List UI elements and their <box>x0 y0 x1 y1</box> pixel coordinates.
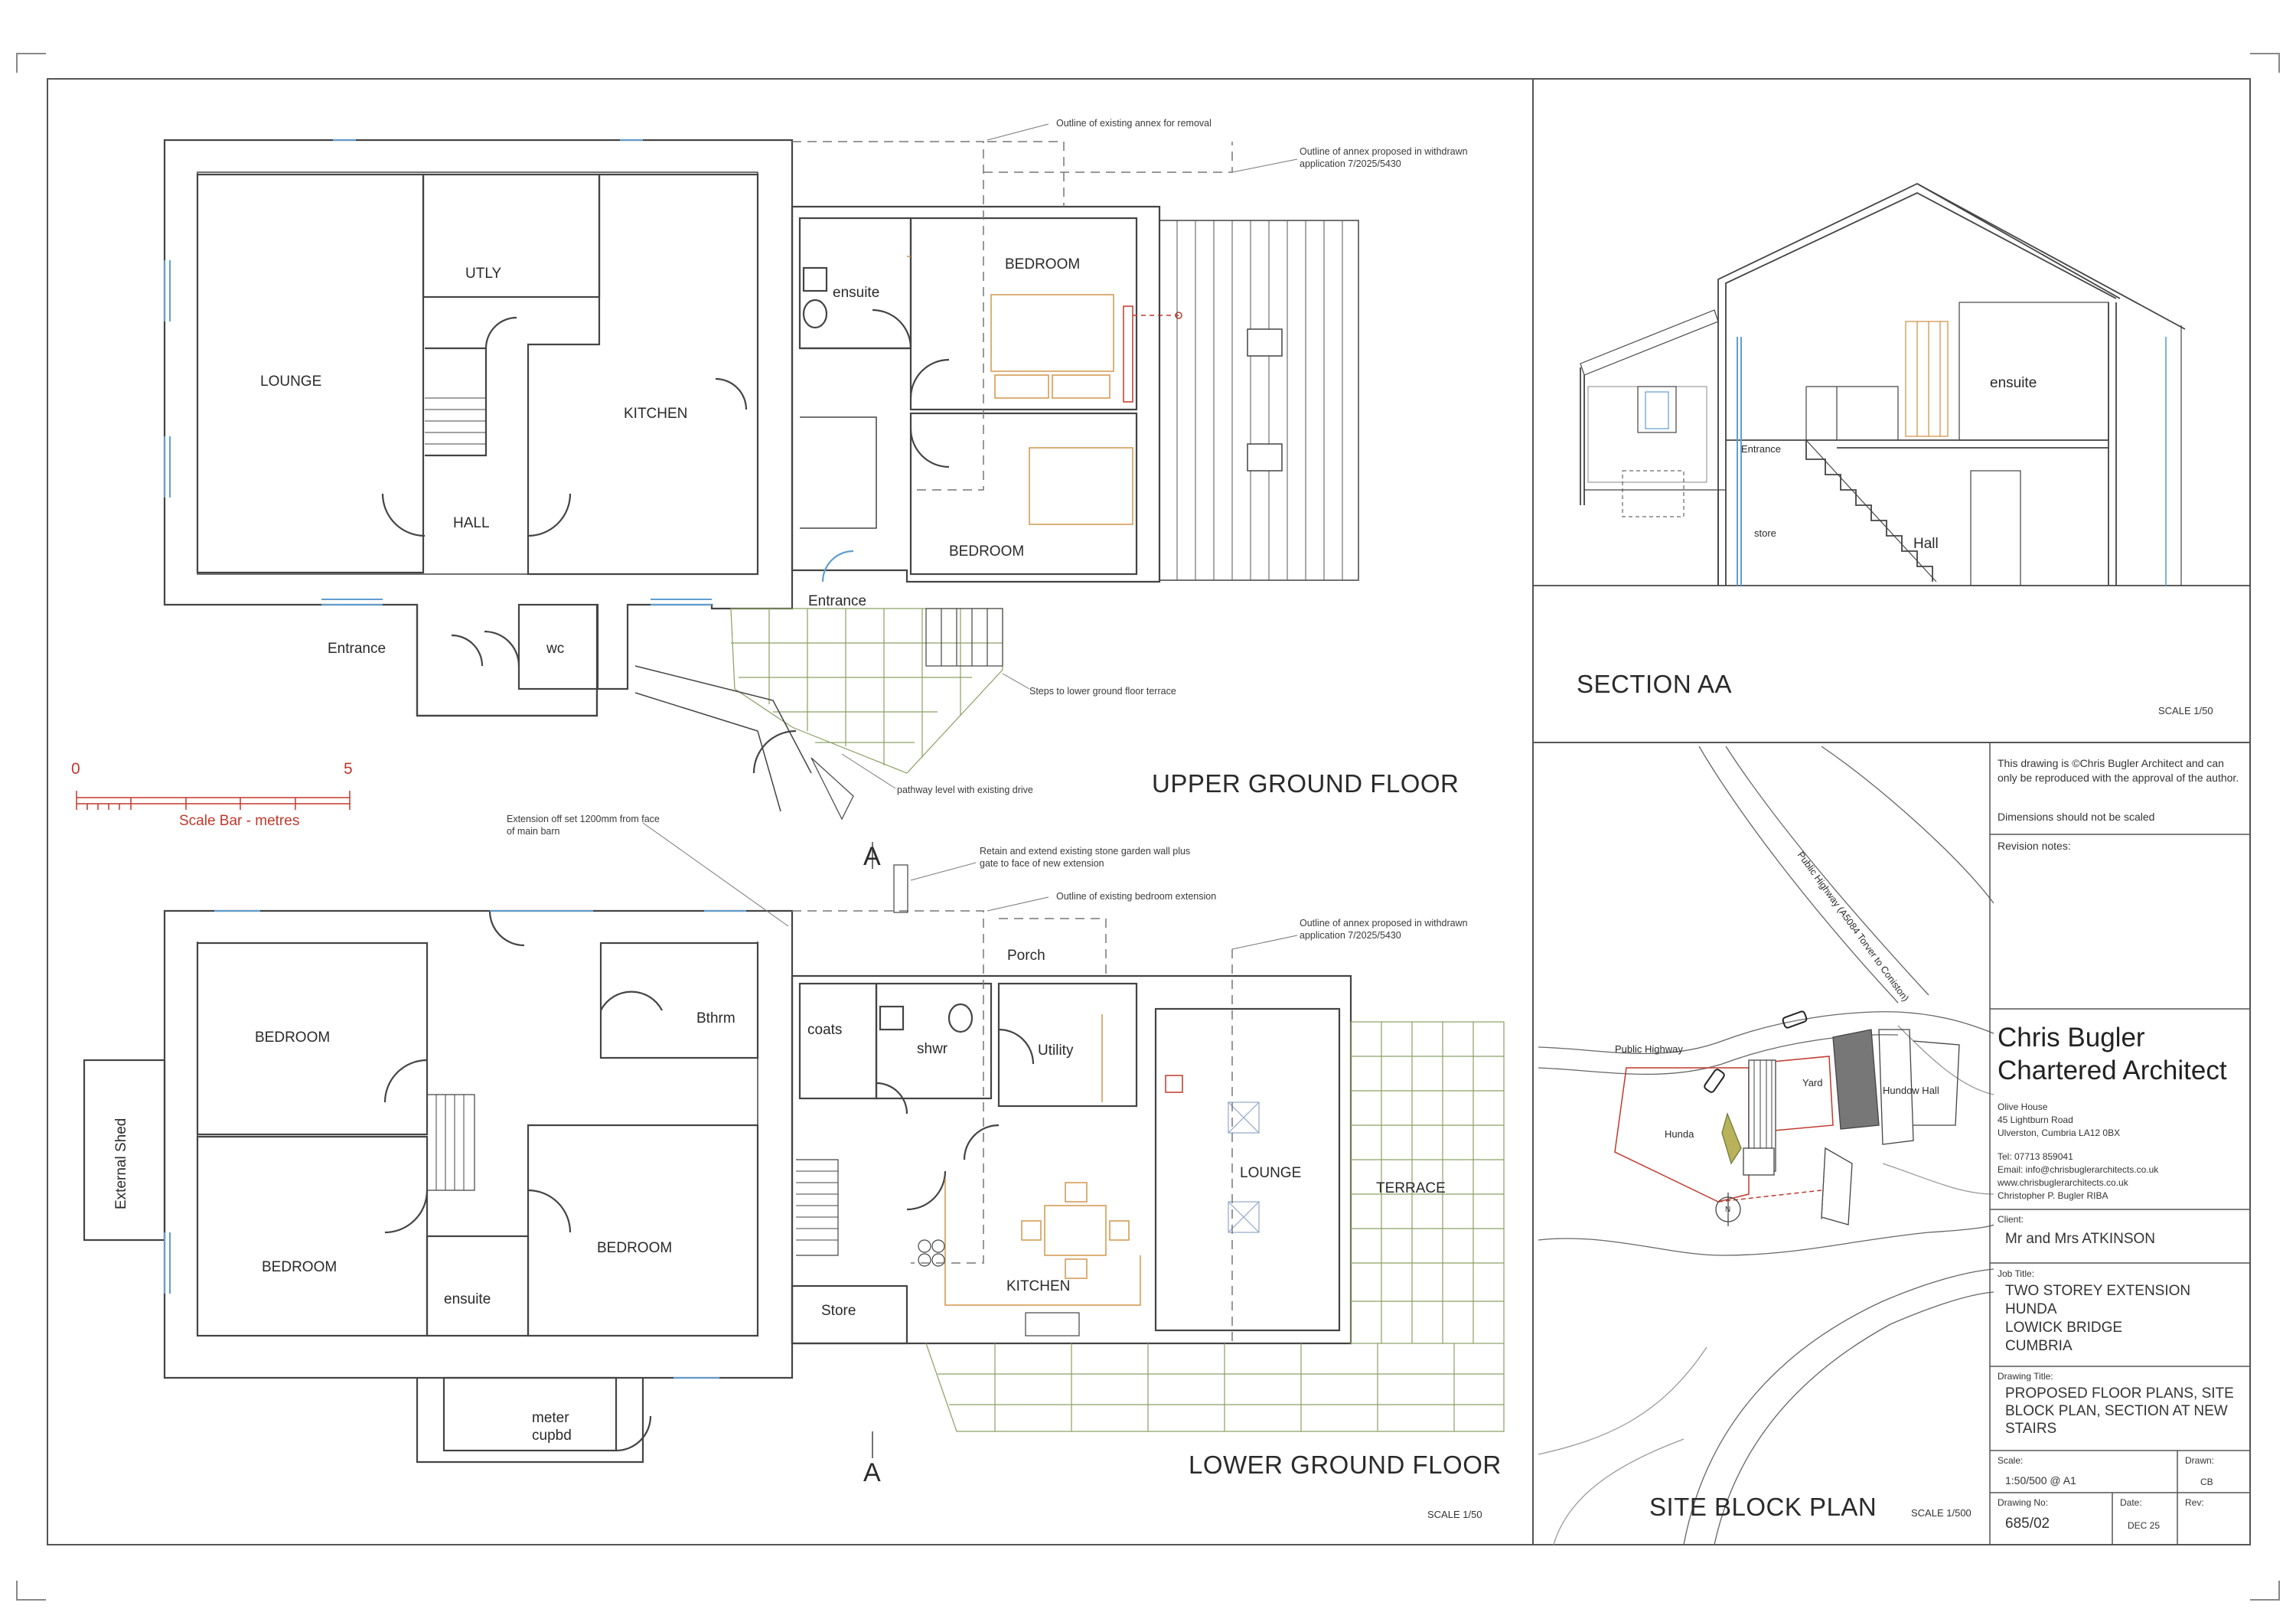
job-title-line: LOWICK BRIDGE <box>2005 1320 2123 1336</box>
site-label-hundow-hall: Hundow Hall <box>1883 1085 1939 1096</box>
section-label-ensuite: ensuite <box>1990 375 2037 391</box>
room-label-lounge: LOUNGE <box>1240 1165 1302 1181</box>
room-label-meter: meter <box>532 1410 569 1426</box>
scale-bar <box>76 791 351 810</box>
contact-phone: Tel: 07713 859041 <box>1998 1151 2073 1162</box>
scale-value: 1:50/500 @ A1 <box>2005 1474 2076 1487</box>
note-pathway: pathway level with existing drive <box>897 785 1033 795</box>
room-label-bedroom: BEDROOM <box>262 1259 338 1275</box>
room-label-ensuite: ensuite <box>833 285 880 301</box>
note-annex-removal: Outline of existing annex for removal <box>1056 118 1212 129</box>
date-label: Date: <box>2120 1497 2142 1508</box>
contact-email: Email: info@chrisbuglerarchitects.co.uk <box>1998 1164 2159 1175</box>
site-label-yard: Yard <box>1802 1077 1823 1088</box>
contact-website: www.chrisbuglerarchitects.co.uk <box>1998 1177 2128 1188</box>
north-point-icon: N <box>1725 1206 1731 1214</box>
room-label-kitchen: KITCHEN <box>624 406 688 422</box>
title-block-frame <box>1989 742 2250 1545</box>
firm-subtitle: Chartered Architect <box>1998 1056 2227 1085</box>
revision-label: Revision notes: <box>1998 840 2071 852</box>
room-label-ensuite: ensuite <box>444 1291 491 1307</box>
room-label-coats: coats <box>807 1022 843 1038</box>
room-label-terrace: TERRACE <box>1376 1180 1446 1196</box>
sheet-frame <box>47 78 2251 1545</box>
address-line: Olive House <box>1998 1101 2048 1112</box>
scale-label: Scale: <box>1998 1455 2024 1466</box>
room-label-bthrm: Bthrm <box>696 1010 735 1026</box>
section-aa-drawing <box>1533 182 2250 586</box>
drawn-label: Drawn: <box>2185 1455 2215 1466</box>
revision-field-label: Rev: <box>2185 1497 2204 1508</box>
room-label-bedroom: BEDROOM <box>597 1240 673 1256</box>
address-line: Ulverston, Cumbria LA12 0BX <box>1998 1128 2121 1138</box>
job-title-line: TWO STOREY EXTENSION <box>2005 1283 2191 1299</box>
room-label-wc: wc <box>546 641 565 657</box>
room-label-utly: UTLY <box>465 266 502 282</box>
drawing-title: PROPOSED FLOOR PLANS, SITE BLOCK PLAN, S… <box>2005 1385 2234 1437</box>
drawing-title-label: Drawing Title: <box>1998 1371 2053 1382</box>
copyright-note: This drawing is ©Chris Bugler Architect … <box>1998 757 2239 784</box>
room-label-cupbd: cupbd <box>532 1428 572 1444</box>
upper-floor-plan <box>163 123 1359 821</box>
drawing-number-label: Drawing No: <box>1998 1497 2049 1508</box>
room-label-bedroom: BEDROOM <box>949 543 1025 560</box>
section-label-entrance: Entrance <box>1741 443 1782 455</box>
drawn-value: CB <box>2200 1477 2213 1487</box>
site-plan-drawing <box>1538 746 1994 1545</box>
client-label: Client: <box>1998 1214 2024 1225</box>
note-annex-withdrawn: Outline of annex proposed in withdrawn a… <box>1300 146 1468 170</box>
address-line: 45 Lightburn Road <box>1998 1115 2073 1125</box>
room-label-bedroom: BEDROOM <box>1005 256 1081 273</box>
room-label-shwr: shwr <box>917 1041 948 1057</box>
job-title-label: Job Title: <box>1998 1268 2035 1279</box>
section-label-hall: Hall <box>1913 536 1939 552</box>
room-label-bedroom: BEDROOM <box>255 1030 331 1046</box>
note-steps-terrace: Steps to lower ground floor terrace <box>1029 686 1176 697</box>
drawing-number: 685/02 <box>2005 1516 2050 1532</box>
contact-name: Christopher P. Bugler RIBA <box>1998 1190 2108 1201</box>
job-title-line: HUNDA <box>2005 1301 2057 1317</box>
section-mark-bottom: A <box>863 1458 881 1487</box>
room-label-entrance: Entrance <box>328 641 386 657</box>
section-scale: SCALE 1/50 <box>2158 705 2213 716</box>
site-label-highway: Public Highway <box>1615 1043 1683 1055</box>
site-label-hunda: Hunda <box>1665 1128 1694 1140</box>
room-label-store: Store <box>821 1303 856 1319</box>
note-garden-wall: Retain and extend existing stone garden … <box>980 846 1191 870</box>
plan-title-upper: UPPER GROUND FLOOR <box>1152 769 1459 798</box>
scale-bar-start: 0 <box>71 760 80 778</box>
room-label-external-shed: External Shed <box>113 1118 129 1209</box>
note-bedroom-extension: Outline of existing bedroom extension <box>1056 891 1217 902</box>
note-extension-offset: Extension off set 1200mm from face of ma… <box>507 814 660 837</box>
dimensions-note: Dimensions should not be scaled <box>1998 811 2155 823</box>
room-label-utility: Utility <box>1038 1043 1074 1059</box>
crop-marks <box>16 53 2280 1601</box>
lower-floor-scale: SCALE 1/50 <box>1427 1509 1482 1520</box>
lower-floor-plan <box>83 822 1505 1464</box>
job-title-line: CUMBRIA <box>2005 1338 2073 1354</box>
note-annex-withdrawn: Outline of annex proposed in withdrawn a… <box>1300 918 1468 942</box>
room-label-kitchen: KITCHEN <box>1006 1278 1071 1294</box>
firm-name: Chris Bugler <box>1998 1023 2145 1053</box>
section-title: SECTION AA <box>1577 670 1733 698</box>
room-label-hall: HALL <box>453 515 490 531</box>
site-plan-scale: SCALE 1/500 <box>1911 1507 1971 1519</box>
scale-bar-label: Scale Bar - metres <box>179 813 300 829</box>
scale-bar-end: 5 <box>344 760 353 778</box>
section-mark-top: A <box>863 842 881 871</box>
room-label-porch: Porch <box>1007 948 1045 964</box>
room-label-entrance: Entrance <box>808 593 867 609</box>
date-value: DEC 25 <box>2128 1520 2161 1531</box>
room-label-lounge: LOUNGE <box>260 374 322 390</box>
plan-title-lower: LOWER GROUND FLOOR <box>1189 1451 1502 1479</box>
section-label-store: store <box>1754 527 1776 539</box>
site-plan-title: SITE BLOCK PLAN <box>1649 1493 1877 1521</box>
client-name: Mr and Mrs ATKINSON <box>2005 1231 2156 1247</box>
